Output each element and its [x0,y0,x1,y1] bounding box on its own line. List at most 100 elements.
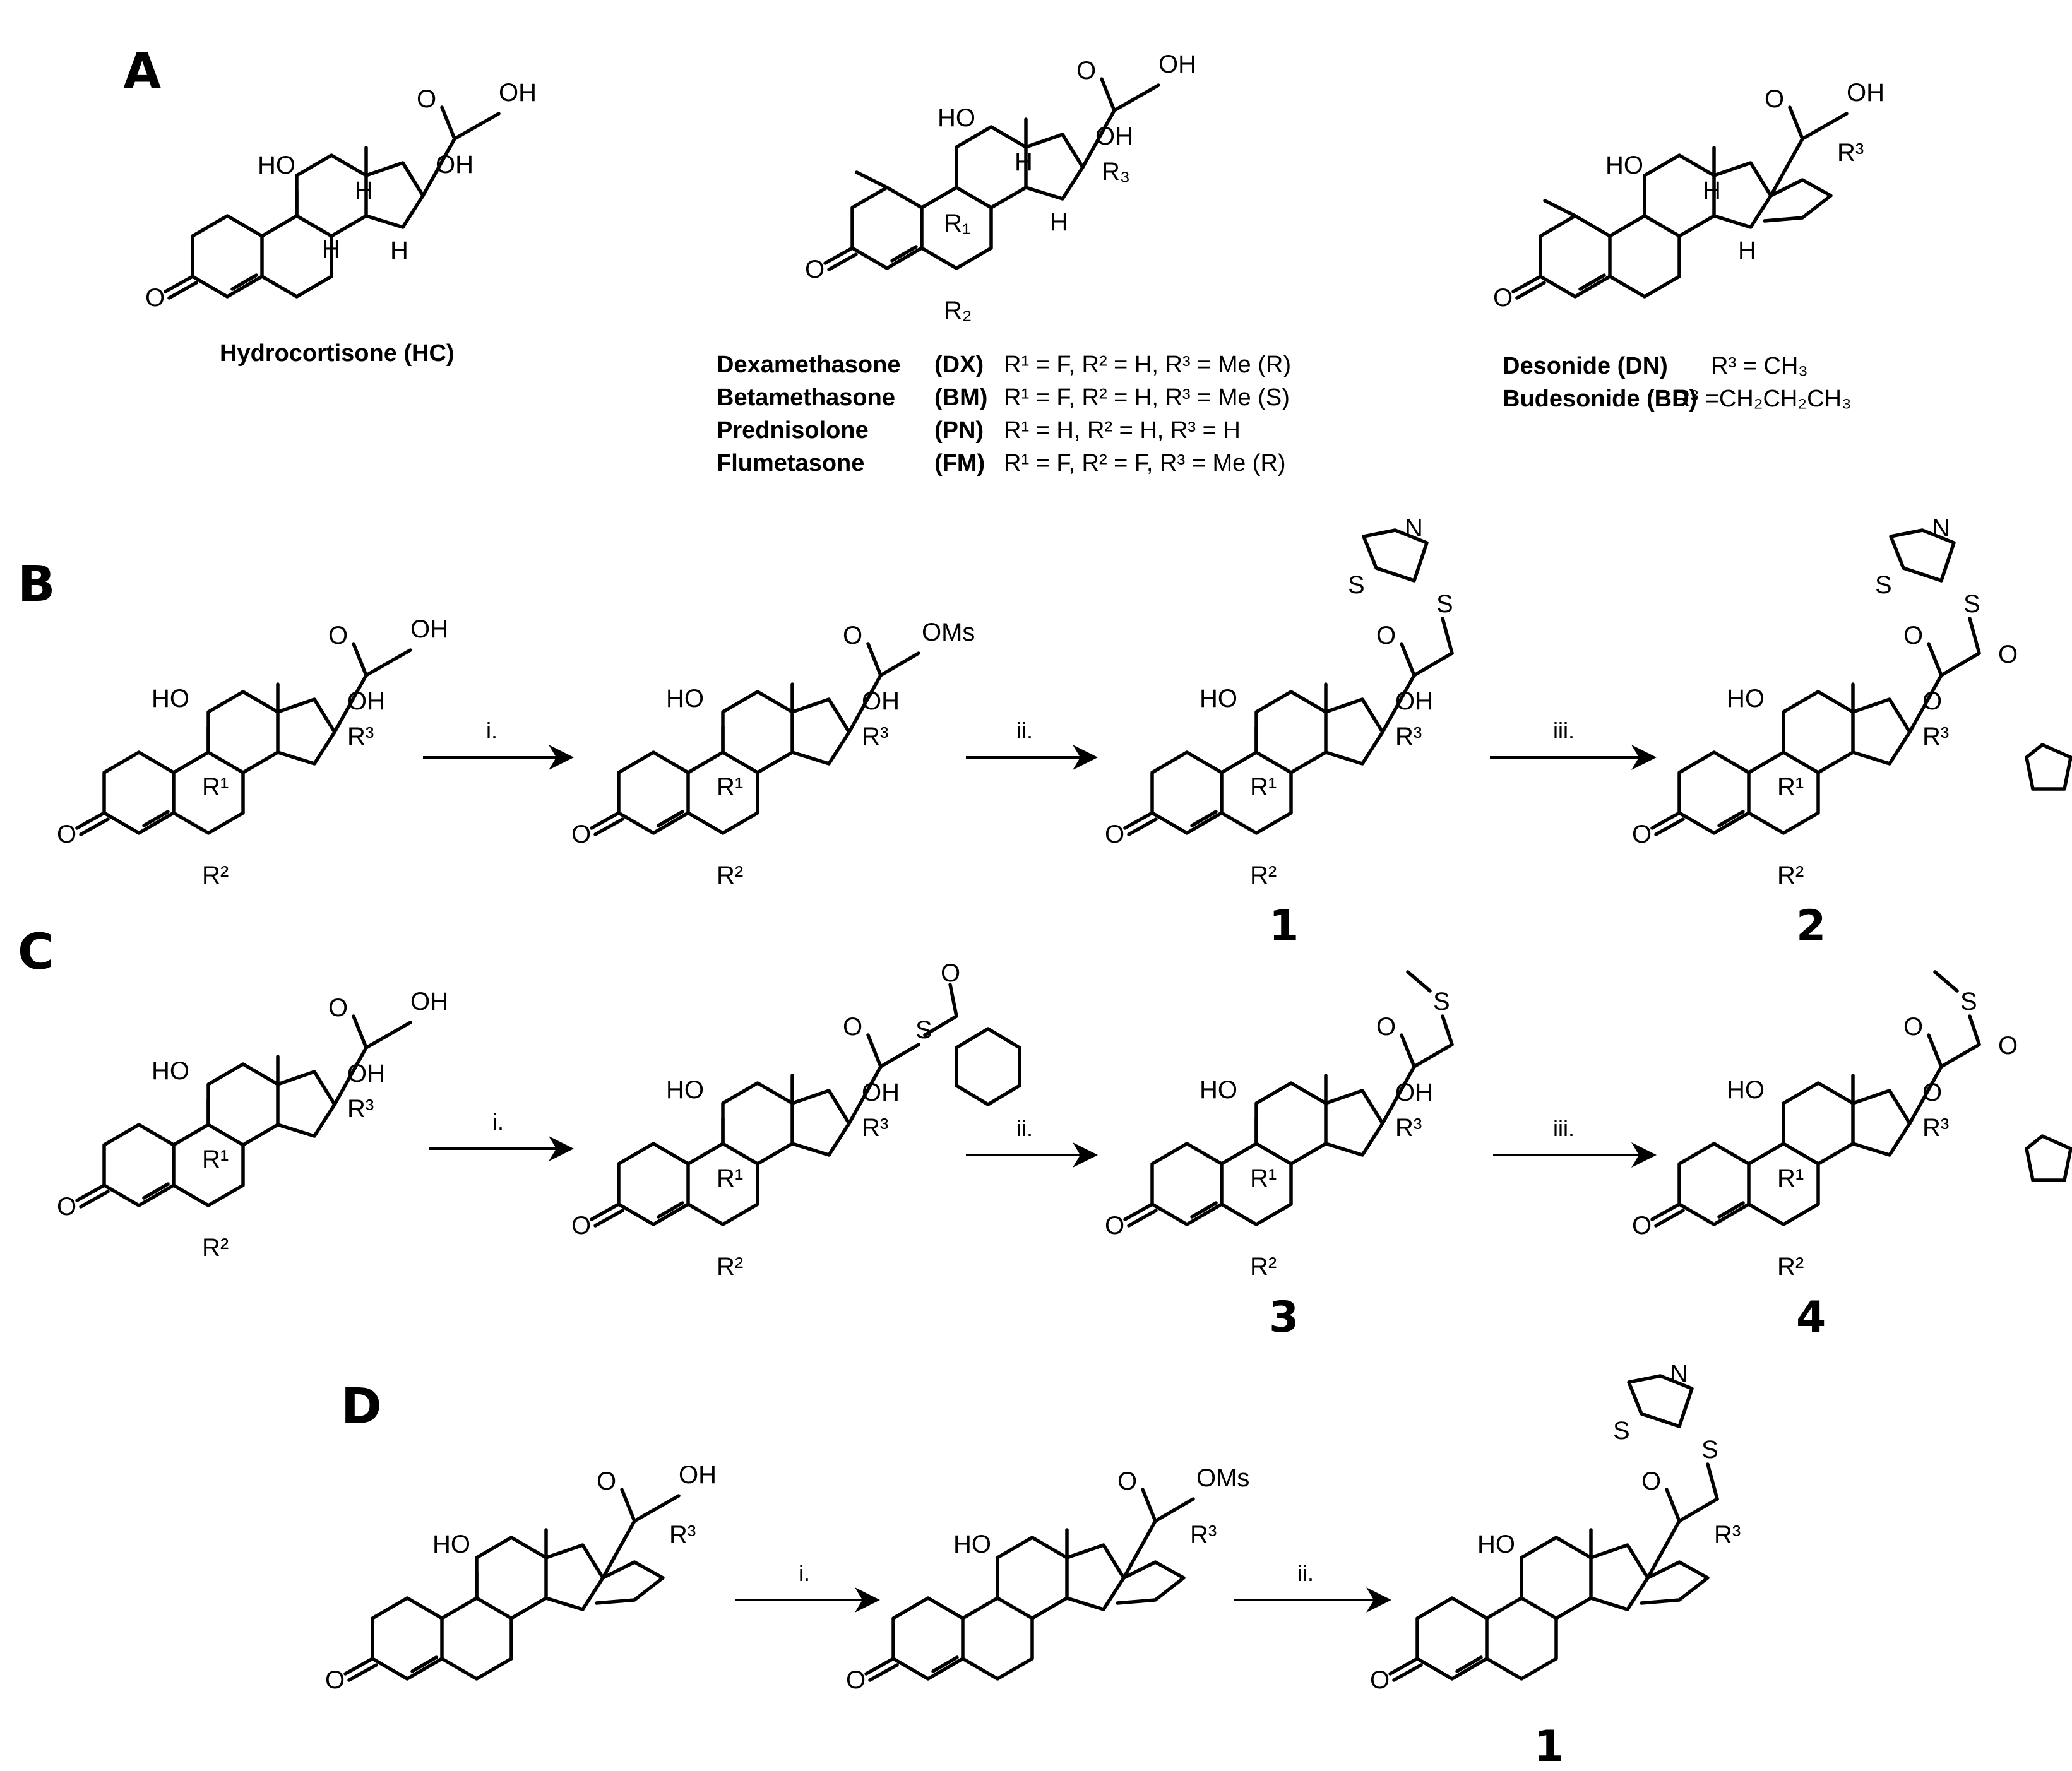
atom-o: O [328,994,348,1022]
atom-r2: R² [1250,862,1277,889]
structure-dexamethasone-family: HO OH OH O O R₁ R₂ R₃ H H [805,50,1196,324]
atom-r1: R¹ [202,1146,229,1173]
dexa-row-subst: R¹ = F, R² = H, R³ = Me (R) [1004,352,1291,378]
reagent-c-ii: ii. [1016,1115,1033,1141]
atom-r2: R² [202,862,229,889]
panel-label-b: B [18,556,55,613]
atom-r3: R₃ [1102,158,1130,186]
atom-s: S [1875,571,1892,599]
atom-s: S [1348,571,1365,599]
atom-oh-terminal: OH [499,79,537,107]
structure-d-mesylate: HO OMs O O R³ [846,1464,1249,1694]
atom-h: H [322,235,340,263]
atom-r3: R³ [1922,723,1949,750]
atom-ho: HO [666,1076,704,1104]
atom-ho: HO [152,1057,189,1085]
atom-r3: R³ [1395,1114,1422,1142]
compound-number-1: 1 [1269,901,1299,951]
atom-o-ketone: O [1105,820,1124,848]
atom-o-ketone: O [1632,1212,1652,1240]
atom-r1: R¹ [1250,1164,1277,1192]
atom-oh-terminal: OH [1158,50,1196,78]
atom-o: O [1076,57,1096,85]
atom-r2: R² [1777,862,1804,889]
atom-o-ketone: O [1632,820,1652,848]
atom-oh-terminal: OH [1847,79,1884,107]
atom-ho: HO [1200,1076,1237,1104]
atom-s: S [1701,1436,1718,1464]
atom-o: O [1922,1079,1942,1106]
benzothiazole-ring [1627,1374,1694,1428]
reagent-c-i: i. [492,1109,504,1135]
atom-oh: OH [1395,1079,1433,1106]
phenyl-ring [955,1027,1021,1106]
atom-oh: OH [1395,687,1433,715]
atom-o-ketone: O [145,284,165,312]
atom-r3: R³ [347,723,374,750]
atom-oh: OH [347,687,385,715]
dexa-table: Dexamethasone (DX) R¹ = F, R² = H, R³ = … [717,352,1291,477]
atom-r1: R₁ [944,210,970,237]
structure-c-compound-4: HO O S O O O O R¹ R² R³ [1632,970,2072,1281]
atom-n: N [1932,514,1950,542]
atom-o-ketone: O [325,1666,345,1694]
atom-s: S [1436,590,1453,618]
atom-o: O [1903,622,1923,649]
atom-ho: HO [1727,685,1765,713]
atom-ho: HO [152,685,189,713]
atom-h: H [390,237,408,264]
dexa-row-name: Prednisolone [717,417,869,444]
structure-b-compound-1: HO OH S S N O O R¹ R² R³ [1105,514,1454,889]
atom-r3: R³ [1922,1114,1949,1142]
atom-ho: HO [666,685,704,713]
atom-s: S [1433,988,1450,1016]
atom-r2: R² [1250,1253,1277,1281]
compound-number-2: 2 [1796,901,1826,951]
atom-oh-terminal: OH [410,988,448,1016]
atom-ho: HO [432,1531,470,1558]
atom-ho: HO [258,151,295,179]
atom-o-ketone: O [805,256,825,283]
atom-o: O [597,1467,616,1495]
atom-o: O [843,622,862,649]
structure-c-compound-3: HO OH S O O R¹ R² R³ [1105,970,1454,1281]
dexa-row-subst: R¹ = F, R² = H, R³ = Me (S) [1004,384,1290,411]
acetonide-row-subst: R³ = CH₃ [1711,353,1808,379]
atom-ho: HO [938,104,975,132]
atom-r3: R³ [347,1095,374,1123]
atom-r2: R² [202,1234,229,1262]
panel-label-c: C [18,924,54,981]
acetonide-row-name: Budesonide (BD) [1503,386,1697,412]
dexa-row-subst: R¹ = F, R² = F, R³ = Me (R) [1004,450,1286,477]
structure-b-mesylate: HO OH OMs O O R¹ R² R³ [571,619,975,889]
atom-r2: R² [717,1253,743,1281]
atom-oh-terminal: OH [679,1461,717,1489]
atom-r1: R¹ [1777,1164,1804,1192]
atom-o: O [1376,1013,1396,1041]
dexa-row-code: (PN) [934,417,984,444]
atom-o-ketone: O [1370,1666,1390,1694]
atom-oms: OMs [1196,1464,1249,1492]
atom-h: H [1738,237,1756,264]
atom-r1: R¹ [1777,773,1804,801]
atom-r1: R¹ [202,773,229,801]
atom-o: O [1922,687,1942,715]
structure-c-thiobenzoate: HO OH S O O O R¹ R² R³ [571,959,1021,1281]
dexa-row-code: (FM) [934,450,985,477]
atom-oh: OH [862,687,900,715]
atom-n: N [1405,514,1423,542]
dexa-row-code: (DX) [934,352,984,378]
atom-ho: HO [1200,685,1237,713]
atom-n: N [1670,1360,1688,1388]
atom-s: S [1613,1417,1630,1445]
furan-ring [2025,743,2072,791]
atom-s: S [1960,988,1977,1016]
atom-o: O [941,959,960,987]
atom-ho: HO [953,1531,991,1558]
panel-label-d: D [341,1378,382,1435]
atom-o-ketone: O [1493,284,1513,312]
dexa-row-name: Flumetasone [717,450,864,477]
reagent-d-i: i. [799,1560,810,1586]
atom-h: H [1015,148,1033,176]
